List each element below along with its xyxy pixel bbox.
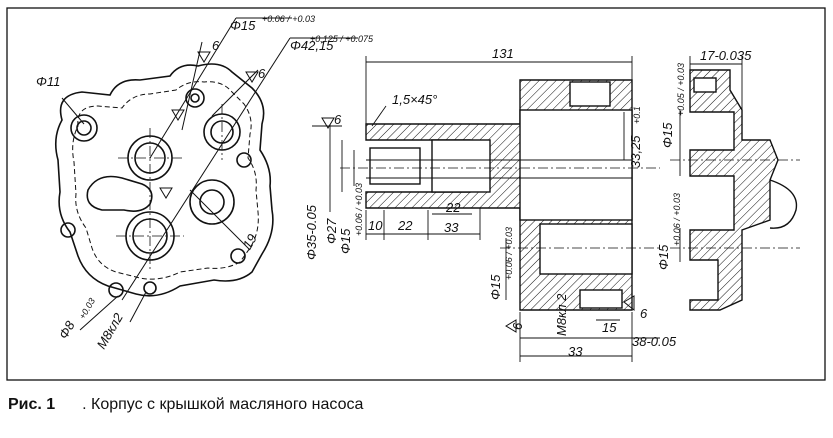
dim-diameter-15d-tol: +0.06 / +0.03 (672, 193, 682, 246)
housing-inner-dashed (72, 81, 259, 280)
figure-title: . Корпус с крышкой масляного насоса (82, 396, 364, 413)
dim-bore-42-tol: +0.125 / +0.075 (310, 34, 374, 44)
figure-label: Рис. 1 (8, 396, 56, 413)
dim-length-15: 15 (602, 320, 617, 335)
dim-diameter-15d: Φ15 (656, 244, 671, 270)
dim-thread-mid: M8кл 2 (554, 293, 569, 336)
dim-length-131: 131 (492, 46, 514, 61)
dim-length-22: 22 (397, 218, 413, 233)
housing-outline (54, 63, 274, 297)
roughness-6a: 6 (212, 38, 220, 53)
dim-radius-19: 19 (240, 231, 260, 251)
front-view (54, 17, 358, 331)
dim-bore-15: Φ15 (230, 18, 256, 33)
dim-length-17: 17-0.035 (700, 48, 752, 63)
dim-diameter-15c: Φ15 (660, 122, 675, 148)
roughness-bottom-6: 6 (510, 322, 525, 330)
dim-length-10: 10 (368, 218, 383, 233)
dim-hole-11: Φ11 (36, 74, 60, 89)
dim-length-22b: 22 (445, 200, 461, 215)
dim-bore-42: Φ42,15 (290, 38, 334, 53)
dim-33-25-tol: +0.1 (632, 106, 642, 124)
dim-diameter-15a: Φ15 (338, 228, 353, 254)
dim-diameter-15b-tol: +0.06 / +0.03 (504, 227, 514, 280)
dim-diameter-15c-tol: +0.05 / +0.03 (676, 63, 686, 116)
dim-length-33: 33 (444, 220, 459, 235)
dim-diameter-15a-tol: +0.06 / +0.03 (354, 183, 364, 236)
dim-length-38: 38-0.05 (632, 334, 677, 349)
dim-diameter-15b: Φ15 (488, 274, 503, 300)
inlet-cavity (86, 175, 153, 212)
dim-bore-15-tol: +0.06 / +0.03 (262, 14, 315, 24)
dim-diameter-27: Φ27 (324, 218, 339, 244)
roughness-6b: 6 (258, 66, 266, 81)
dim-chamfer: 1,5×45° (392, 92, 437, 107)
figure-caption: Рис. 1 . Корпус с крышкой масляного насо… (8, 396, 363, 414)
dim-diameter-35: Φ35-0.05 (304, 204, 319, 260)
dim-hole-8: Φ8 (56, 318, 78, 342)
dim-33-25: 33,25 (628, 135, 643, 168)
drawing-border (6, 7, 826, 381)
roughness-section-6: 6 (334, 112, 342, 127)
section-view (312, 56, 660, 362)
cover-view (670, 56, 800, 311)
roughness-right-6: 6 (640, 306, 648, 321)
dim-thread-left: M8кл2 (94, 310, 127, 352)
dim-length-33b: 33 (568, 344, 583, 359)
